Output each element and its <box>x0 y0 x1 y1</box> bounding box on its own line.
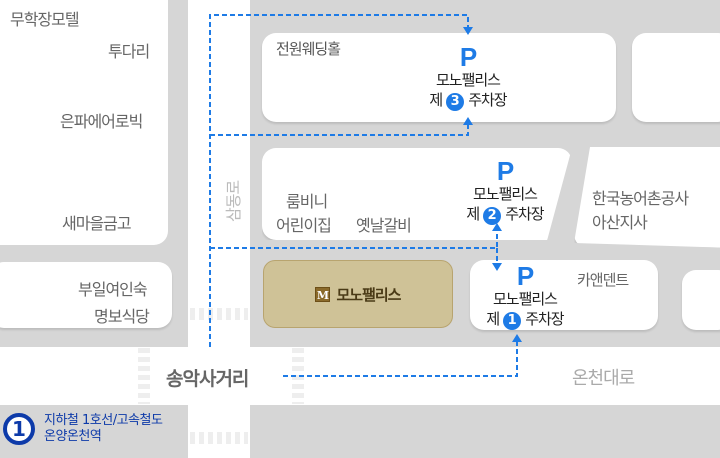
label-roombini: 룸비니 <box>286 192 328 211</box>
road-label-oncheon: 온천대로 <box>572 368 635 389</box>
label-daycare: 어린이집 <box>276 216 332 235</box>
block-buil <box>0 262 172 328</box>
block-far-right <box>682 270 720 330</box>
block-wedding <box>262 33 616 122</box>
arrow-icon <box>463 27 473 35</box>
route-to-parking-1 <box>283 340 518 377</box>
parking-icon: P <box>516 261 534 291</box>
crosswalk <box>138 348 150 404</box>
route-to-parking-3-top <box>209 14 469 347</box>
parking-suffix: 주차장 <box>505 205 544 223</box>
parking-prefix: 제 <box>466 205 480 223</box>
crosswalk <box>292 348 304 404</box>
number-3-icon: 3 <box>446 93 465 111</box>
label-galbi: 옛날갈비 <box>356 216 412 235</box>
parking-prefix: 제 <box>429 91 443 109</box>
label-nonghyup-branch: 아산지사 <box>592 213 648 232</box>
label-nonghyup: 한국농어촌공사 <box>592 189 689 208</box>
parking-prefix: 제 <box>486 310 500 328</box>
label-wedding: 전원웨딩홀 <box>276 40 341 58</box>
parking-icon: P <box>496 156 514 186</box>
label-tudari: 투다리 <box>108 42 150 61</box>
number-1-icon: 1 <box>503 312 522 330</box>
block-top-right <box>632 33 720 122</box>
arrow-icon <box>512 334 522 342</box>
subway-line: 지하철 1호선/고속철도 <box>44 413 163 428</box>
label-myeongbo: 명보식당 <box>94 307 150 326</box>
label-motel: 무학장모텔 <box>10 10 80 29</box>
intersection-label: 송악사거리 <box>166 368 249 390</box>
route-to-parking-3-bottom <box>210 122 469 136</box>
parking-suffix: 주차장 <box>468 91 507 109</box>
arrow-icon <box>492 263 502 271</box>
parking-suffix: 주차장 <box>525 310 564 328</box>
block-left-top <box>0 0 168 245</box>
block-carent <box>470 260 658 330</box>
arrow-icon <box>492 223 502 231</box>
parking-name: 모노팰리스 <box>492 290 558 308</box>
subway-line-1-icon: 1 <box>3 413 35 445</box>
parking-name: 모노팰리스 <box>435 71 501 89</box>
parking-name: 모노팰리스 <box>472 185 538 203</box>
crosswalk <box>190 432 248 444</box>
crosswalk <box>190 308 248 320</box>
subway-info[interactable]: 1 지하철 1호선/고속철도 온양온천역 <box>3 413 163 445</box>
block-roombini <box>262 148 572 240</box>
subway-station: 온양온천역 <box>44 429 102 444</box>
arrow-icon <box>463 117 473 125</box>
number-2-icon: 2 <box>483 207 502 225</box>
monopalace-name: 모노팰리스 <box>336 285 401 304</box>
label-saemaul: 새마을금고 <box>62 214 132 233</box>
label-eunpa: 은파에어로빅 <box>60 112 143 131</box>
label-carent: 카앤덴트 <box>577 271 629 289</box>
monopalace-logo-icon: M <box>315 286 331 302</box>
block-nonghyup <box>574 147 720 248</box>
label-buil: 부일여인숙 <box>78 280 148 299</box>
monopalace-building[interactable]: M 모노팰리스 <box>263 260 453 328</box>
parking-icon: P <box>459 42 477 72</box>
route-to-parking-2 <box>210 228 498 266</box>
